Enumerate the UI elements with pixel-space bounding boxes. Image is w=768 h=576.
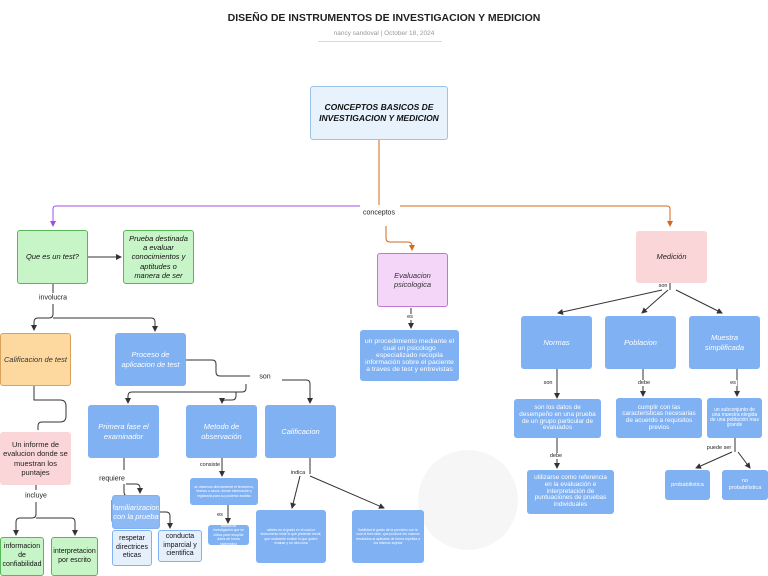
- node-muestra[interactable]: Muestra simplificada: [689, 316, 760, 369]
- subtitle-divider: [318, 41, 442, 42]
- connector-requiere-familiar: [126, 483, 143, 494]
- label-requiere: requiere: [98, 475, 126, 483]
- node-calificacion-test[interactable]: Calificacion de test: [0, 333, 71, 386]
- node-calificacion-fiabilidad[interactable]: fiabilidad el grado de la precisión con …: [352, 510, 424, 563]
- label-es-evaluacion: es: [406, 314, 414, 320]
- node-poblacion-debe[interactable]: cumplir con las caracteristicas necesari…: [616, 398, 702, 438]
- node-conducta[interactable]: conducta imparcial y cientifica: [158, 530, 202, 562]
- connector-incluye-info: [13, 502, 37, 536]
- node-primera-fase[interactable]: Primera fase el examinador: [88, 405, 159, 458]
- node-informe[interactable]: Un informe de evalucion donde se muestra…: [0, 432, 71, 485]
- label-consiste: consiste: [198, 462, 222, 468]
- page-subtitle: nancy sandoval | October 18, 2024: [0, 30, 768, 37]
- subtitle-separator: |: [380, 30, 383, 37]
- node-prueba-destinada[interactable]: Prueba destinada a evaluar conocimientos…: [123, 230, 194, 284]
- label-son-proceso: son: [258, 373, 272, 381]
- node-procedimiento[interactable]: un procedimiento mediante el cual un psi…: [360, 330, 459, 381]
- connector-calificacion-informe: [33, 386, 67, 430]
- label-es-muestra: es: [729, 380, 737, 386]
- node-normas-son[interactable]: son los datos de desempeño en una prueba…: [514, 399, 601, 438]
- connector-incluye-interp: [36, 517, 78, 536]
- connector-son-primera: [125, 384, 247, 404]
- node-metodo-observacion[interactable]: Metodo de observación: [186, 405, 257, 458]
- label-debe-normas: debe: [548, 453, 564, 459]
- node-proceso-aplicacion[interactable]: Proceso de aplicacion de test: [115, 333, 186, 386]
- page-title: DISEÑO DE INSTRUMENTOS DE INVESTIGACION …: [227, 12, 541, 24]
- node-informacion-confiabilidad[interactable]: informacion de confiabilidad: [0, 537, 44, 576]
- node-muestra-es[interactable]: un subconjunto de una muestra elegida de…: [707, 398, 762, 438]
- label-son-medicion: son: [657, 283, 669, 289]
- connector-puede-prob: [695, 451, 733, 469]
- label-involucra: involucra: [37, 294, 69, 302]
- node-medicion[interactable]: Medición: [636, 231, 707, 283]
- label-puede-ser: puede ser: [705, 445, 733, 451]
- faint-background-circle: [418, 450, 518, 550]
- connector-son-calif: [282, 379, 313, 404]
- connector-conceptos-evaluacion: [385, 226, 415, 251]
- node-normas[interactable]: Normas: [521, 316, 592, 369]
- connector-conceptos-left: [50, 205, 360, 227]
- connector-indica-right: [309, 475, 385, 509]
- node-poblacion[interactable]: Poblacion: [605, 316, 676, 369]
- connector-indica-left: [290, 475, 301, 509]
- label-indica: indica: [289, 470, 307, 476]
- label-incluye: incluye: [24, 492, 48, 500]
- connector-son-poblacion: [641, 289, 669, 314]
- connector-son-metodo: [219, 392, 237, 404]
- author-name: nancy sandoval: [333, 30, 379, 37]
- node-observacion-es[interactable]: técnica de investigación que se utiliza …: [208, 525, 249, 545]
- node-observacion-detail[interactable]: se observan directamente el fenómeno, he…: [190, 478, 258, 505]
- connector-puede-noprob: [737, 451, 751, 469]
- node-probabilistica[interactable]: probabilistica: [665, 470, 710, 500]
- connector-conceptos-right: [400, 205, 673, 227]
- connector-son-muestra: [675, 289, 723, 314]
- label-es-observacion: es: [216, 512, 224, 518]
- connector-involucra-calificacion: [31, 304, 54, 331]
- node-familiarizacion[interactable]: familiarizacion con la prueba: [112, 495, 160, 529]
- node-respetar-directrices[interactable]: respetar directrices eticas: [112, 530, 152, 566]
- node-evaluacion-psicologica[interactable]: Evaluacion psicologica: [377, 253, 448, 307]
- label-son-normas: son: [542, 380, 554, 386]
- label-conceptos: conceptos: [362, 209, 396, 217]
- publish-date: October 18, 2024: [384, 30, 435, 37]
- node-calificacion-validez[interactable]: validez es el grado en el cual un instru…: [256, 510, 326, 563]
- node-calificacion[interactable]: Calificacion: [265, 405, 336, 458]
- node-que-es-test[interactable]: Que es un test?: [17, 230, 88, 284]
- root-node[interactable]: CONCEPTOS BASICOS DE INVESTIGACION Y MED…: [310, 86, 448, 140]
- connector-son-normas: [557, 289, 663, 315]
- node-interpretacion[interactable]: interpretacion por escrito: [51, 537, 98, 576]
- connector-proceso-son: [186, 359, 250, 377]
- label-debe-poblacion: debe: [636, 380, 652, 386]
- node-no-probabilistica[interactable]: no probabilistica: [722, 470, 768, 500]
- node-normas-debe[interactable]: utilizarse como referencia en la evaluac…: [527, 470, 614, 514]
- connector-involucra-proceso: [53, 317, 158, 332]
